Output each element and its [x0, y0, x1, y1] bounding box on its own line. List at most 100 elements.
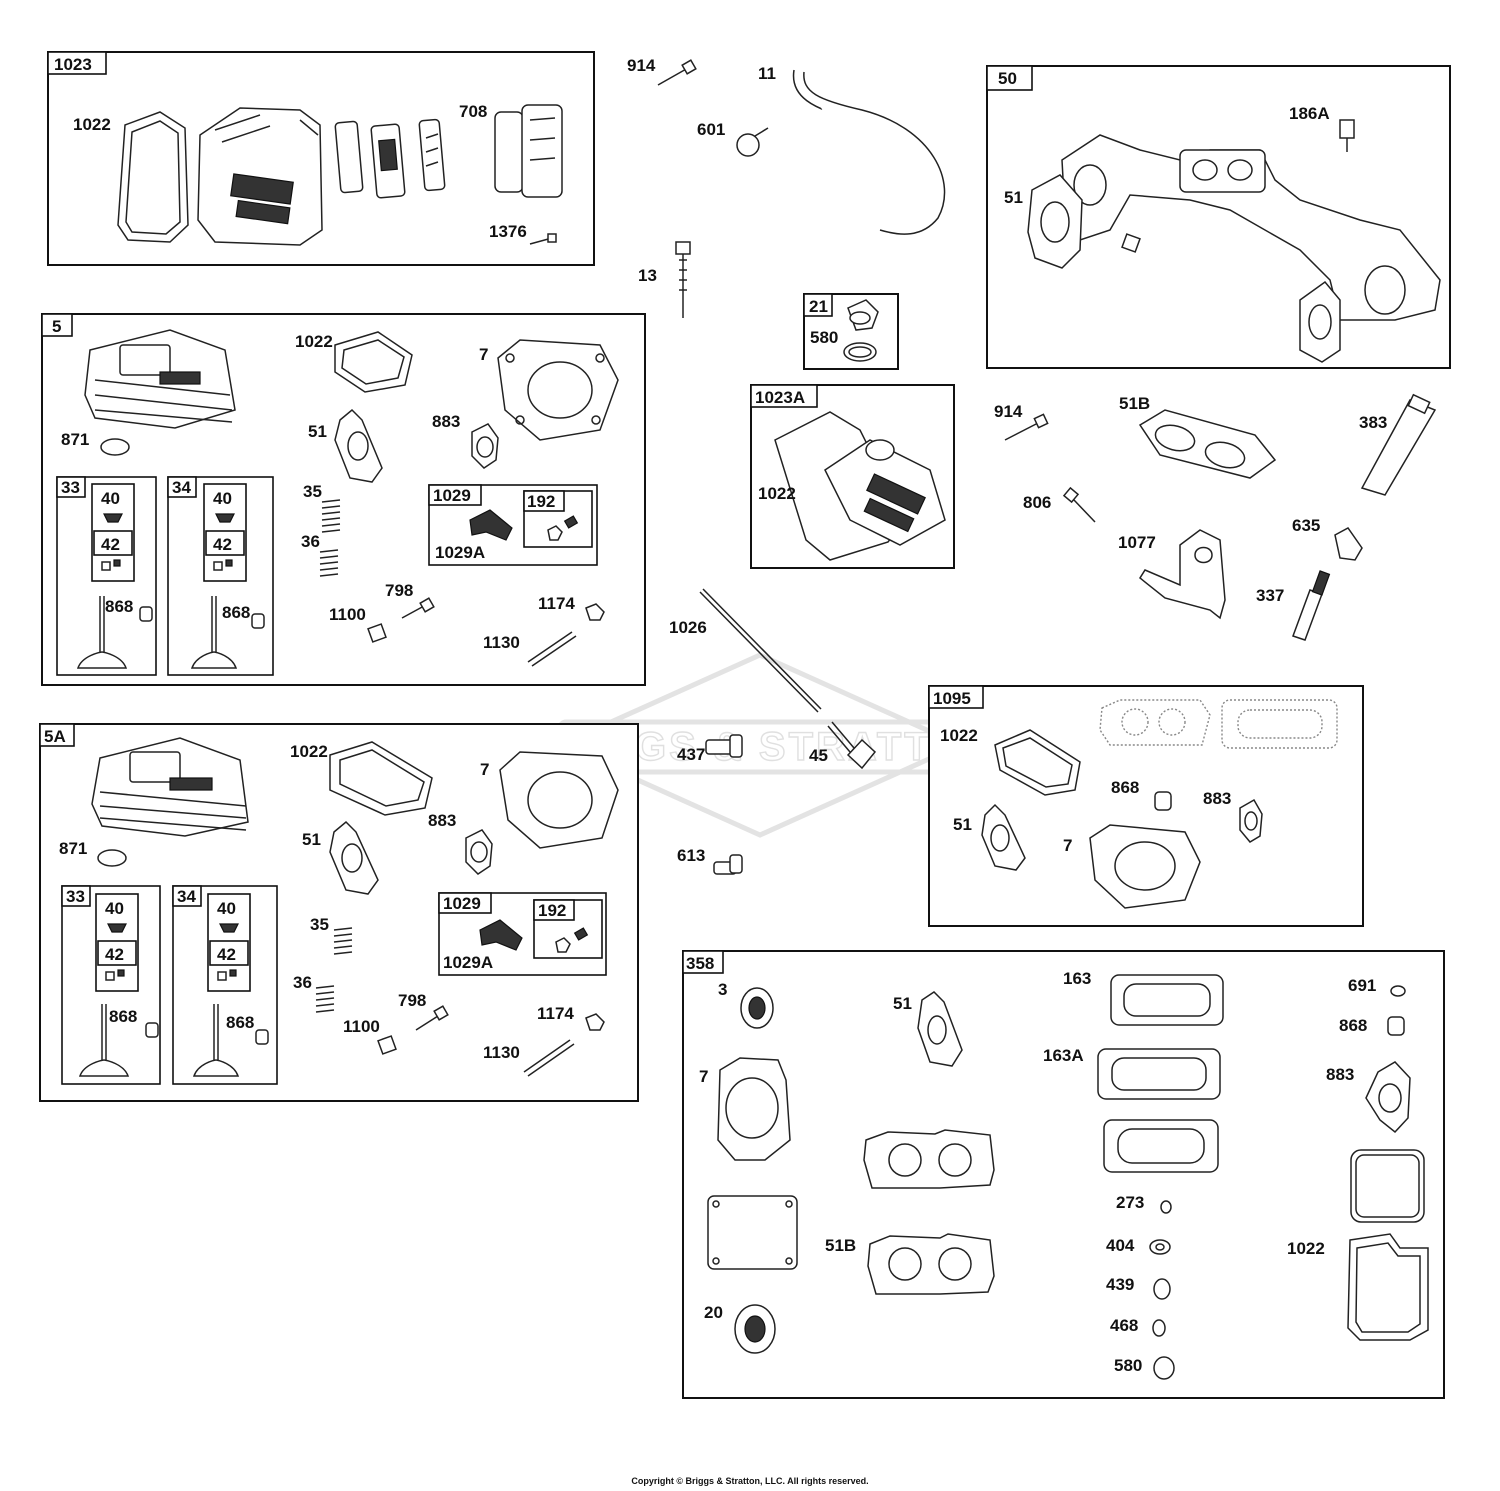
part-163-gasket[interactable]: 163	[1063, 969, 1224, 1026]
part-1022-gasket-g1095[interactable]: 1022	[940, 726, 1081, 796]
part-437-plug[interactable]: 437	[677, 734, 743, 764]
part-868-valve-seal-g34a[interactable]: 868	[190, 596, 265, 669]
part-868-valve-seal-g33a[interactable]: 868	[76, 596, 153, 669]
part-439-oring[interactable]: 439	[1106, 1275, 1171, 1300]
part-601-clamp[interactable]: 601	[697, 120, 769, 157]
part-1174-nut-g5A[interactable]: 1174	[537, 1004, 605, 1031]
group-358[interactable]: 358	[682, 950, 1445, 1399]
part-dipstick-cap[interactable]	[847, 299, 879, 331]
part-intake-gasket-upper-g358[interactable]	[863, 1129, 995, 1189]
group-tag-34-g5: 34	[172, 478, 191, 497]
part-1130-stud-g5[interactable]: 1130	[483, 631, 577, 667]
part-7-head-gasket-g5[interactable]: 7	[479, 339, 619, 441]
part-36-spring-g5A[interactable]: 36	[293, 973, 335, 1013]
part-7-head-gasket-g358[interactable]: 7	[699, 1057, 791, 1161]
part-breather-reed[interactable]	[418, 118, 446, 192]
part-1174-nut-g5[interactable]: 1174	[538, 594, 605, 621]
part-580-oring-g358[interactable]: 580	[1114, 1356, 1175, 1380]
part-1029A-rocker-g5A[interactable]: 1029A	[443, 919, 523, 972]
part-806-bolt[interactable]: 806	[1023, 486, 1096, 523]
label-883-g358: 883	[1326, 1065, 1354, 1084]
part-1100-guide-g5[interactable]: 1100	[329, 605, 387, 643]
part-plug-g50[interactable]	[1121, 233, 1141, 253]
part-613-plug[interactable]: 613	[677, 846, 743, 875]
part-valve-cover-gasket-g358[interactable]	[1350, 1149, 1425, 1223]
part-691-oring[interactable]: 691	[1348, 976, 1406, 997]
part-11-hose[interactable]: 11	[758, 64, 946, 235]
part-914-bolt-mid[interactable]: 914	[994, 402, 1049, 441]
part-breather-gasket[interactable]	[334, 120, 364, 194]
part-51-gasket-g358[interactable]: 51	[893, 991, 963, 1067]
part-883-gasket-g358[interactable]: 883	[1326, 1061, 1411, 1134]
part-cylinder-head-g5[interactable]	[84, 329, 236, 429]
part-798-bolt-g5[interactable]: 798	[385, 581, 435, 619]
part-1130-stud-g5A[interactable]: 1130	[483, 1039, 575, 1077]
part-192-nut-g5A[interactable]	[555, 927, 589, 953]
part-708-cover-gasket[interactable]: 708	[459, 102, 563, 198]
group-33-g5[interactable]: 33 40 42	[56, 476, 157, 676]
part-cylinder-head-g5A[interactable]	[91, 737, 249, 837]
part-gasket-dotted-right[interactable]	[1221, 699, 1338, 749]
part-337-spark-plug[interactable]: 337	[1256, 570, 1331, 641]
part-7-head-gasket-g5A[interactable]: 7	[480, 751, 619, 849]
group-33-g5A[interactable]: 33 40 42	[61, 885, 161, 1085]
part-163A-gasket[interactable]: 163A	[1043, 1046, 1221, 1100]
group-34-g5[interactable]: 34 40 42	[167, 476, 274, 676]
part-1022-gasket-g5[interactable]: 1022	[295, 331, 413, 393]
part-1022-rocker-gasket[interactable]: 1022	[73, 111, 189, 243]
part-914-bolt[interactable]: 914	[627, 56, 697, 86]
part-868-seal-g1095[interactable]: 868	[1111, 778, 1172, 811]
part-36-spring-g5[interactable]: 36	[301, 532, 339, 577]
part-gasket-lower-g50[interactable]	[1299, 280, 1341, 363]
part-883-gasket-g5A[interactable]: 883	[428, 811, 493, 875]
part-gasket-oval-g358[interactable]	[1103, 1119, 1219, 1173]
part-192-nut-g5[interactable]	[547, 515, 579, 541]
part-1022-gasket-g5A[interactable]: 1022	[290, 741, 433, 816]
part-798-bolt-g5A[interactable]: 798	[398, 991, 449, 1031]
part-gasket-dotted-left[interactable]	[1099, 699, 1211, 746]
group-tag-1023A: 1023A	[755, 388, 805, 407]
part-13-bolt[interactable]: 13	[638, 241, 691, 318]
part-51-gasket-g5A[interactable]: 51	[302, 820, 379, 895]
part-1376-screw[interactable]: 1376	[489, 222, 557, 245]
part-580-oring[interactable]: 580	[810, 328, 877, 362]
part-20-oil-seal[interactable]: 20	[704, 1303, 776, 1354]
part-871-seal-g5[interactable]: 871	[61, 430, 130, 456]
part-51B-gasket-mid[interactable]: 51B	[1119, 394, 1277, 479]
part-1077-bracket[interactable]: 1077	[1118, 529, 1226, 620]
part-intake-manifold[interactable]	[1061, 134, 1441, 321]
group-1029-g5A[interactable]: 1029 192	[438, 892, 607, 976]
part-35-spring-g5[interactable]: 35	[303, 482, 341, 533]
part-7-head-gasket-g1095[interactable]: 7	[1063, 824, 1201, 909]
part-868-seal-g358[interactable]: 868	[1339, 1016, 1405, 1036]
label-383: 383	[1359, 413, 1387, 432]
part-868-valve-seal-g33b[interactable]: 868	[78, 1004, 159, 1077]
part-valve-cover-1023A[interactable]	[824, 439, 946, 546]
part-871-seal-g5A[interactable]: 871	[59, 839, 127, 867]
part-468-oring[interactable]: 468	[1110, 1316, 1166, 1337]
part-186A-fitting[interactable]: 186A	[1289, 104, 1355, 152]
part-868-valve-seal-g34b[interactable]: 868	[192, 1004, 269, 1077]
part-square-gasket-g358[interactable]	[707, 1195, 798, 1270]
part-273-oring[interactable]: 273	[1116, 1193, 1172, 1214]
part-51-gasket-g5[interactable]: 51	[308, 408, 383, 483]
part-1100-guide-g5A[interactable]: 1100	[343, 1017, 397, 1055]
part-45-valve[interactable]: 45	[809, 721, 877, 770]
part-3-oil-seal[interactable]: 3	[718, 980, 774, 1029]
part-51B-gasket-g358[interactable]: 51B	[825, 1233, 995, 1295]
part-35-spring-g5A[interactable]: 35	[310, 915, 353, 955]
part-404-washer[interactable]: 404	[1106, 1236, 1171, 1255]
part-1026-pushrod[interactable]: 1026	[669, 588, 822, 713]
part-breather[interactable]	[370, 123, 406, 199]
part-valve-cover[interactable]	[197, 107, 323, 246]
part-383-ignition-module[interactable]: 383	[1359, 393, 1437, 496]
part-635-connector[interactable]: 635	[1292, 516, 1363, 561]
group-34-g5A[interactable]: 34 40 42	[172, 885, 278, 1085]
part-51-gasket-g1095[interactable]: 51	[953, 803, 1026, 871]
group-1029-g5[interactable]: 1029 192	[428, 484, 598, 566]
part-883-gasket-g1095[interactable]: 883	[1203, 789, 1263, 843]
part-51-gasket-g50[interactable]: 51	[1004, 174, 1083, 269]
part-883-gasket-g5[interactable]: 883	[432, 412, 499, 469]
part-1022-gasket-g358[interactable]: 1022	[1287, 1233, 1429, 1341]
part-1029A-rocker-g5[interactable]: 1029A	[435, 509, 513, 562]
